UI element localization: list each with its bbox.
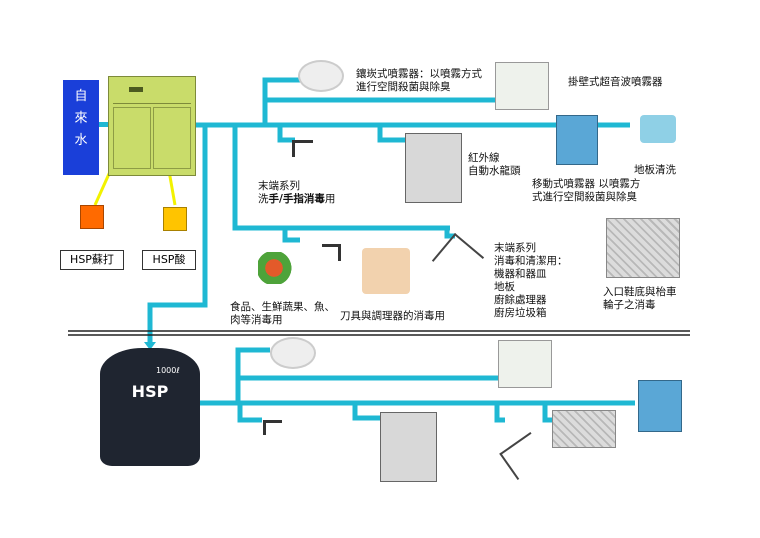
wall-ultrasonic-sprayer-image xyxy=(495,62,549,110)
lower-mobile-sprayer-image xyxy=(638,380,682,432)
lower-faucet-icon xyxy=(263,420,282,435)
hand-faucet-icon xyxy=(292,140,313,157)
food-disinfect-label: 食品、生鮮蔬果、魚、 肉等消毒用 xyxy=(230,301,335,326)
floor-cleaning-image xyxy=(640,115,676,143)
wall-sprayer-label: 掛壁式超音波噴霧器 xyxy=(568,76,663,88)
mobile-sprayer-image xyxy=(556,115,598,165)
shoe-mat-image xyxy=(606,218,680,278)
hsp-acid-label: HSP酸 xyxy=(142,250,196,270)
hsp-acid-cube xyxy=(163,207,187,231)
shoe-disinfect-label: 入口鞋底與枱車 輪子之消毒 xyxy=(603,286,677,311)
hsp-soda-cube xyxy=(80,205,104,229)
tank-brand-label: HSP xyxy=(131,382,169,401)
lower-shoe-mat-image xyxy=(552,410,616,448)
lower-sensor-sink-image xyxy=(380,412,437,482)
hand-disinfect-label: 末端系列 洗手/手指消毒用 xyxy=(258,180,336,205)
knives-board-image xyxy=(362,248,410,294)
knife-disinfect-label: 刀具與調理器的消毒用 xyxy=(340,310,445,322)
lower-ceiling-sprayer-image xyxy=(270,337,316,369)
tap-water-source: 自 來 水 xyxy=(63,80,99,175)
tank-capacity-label: 1000ℓ xyxy=(156,366,180,375)
sensor-faucet-sink-image xyxy=(405,133,462,203)
vegetables-image xyxy=(258,252,298,284)
floor-cleaning-label: 地板清洗 xyxy=(634,164,676,176)
ceiling-sprayer-label: 鑲崁式噴霧器：以噴霧方式 進行空間殺菌與除臭 xyxy=(356,68,482,93)
terminal-series-label: 末端系列 消毒和清潔用： 機器和器皿 地板 廚餘處理器 廚房垃圾箱 xyxy=(494,242,568,319)
hsp-storage-tank: HSP 1000ℓ xyxy=(100,348,200,466)
hsp-generator-cabinet xyxy=(108,76,196,176)
hsp-soda-label: HSP蘇打 xyxy=(60,250,124,270)
sensor-faucet-label: 紅外線 自動水龍頭 xyxy=(468,152,521,177)
source-feed-pipe xyxy=(99,122,111,127)
food-faucet-icon xyxy=(322,244,341,261)
ceiling-sprayer-image xyxy=(298,60,344,92)
lower-wall-sprayer-image xyxy=(498,340,552,388)
mobile-sprayer-label: 移動式噴霧器 以噴霧方 式進行空間殺菌與除臭 xyxy=(532,178,641,203)
